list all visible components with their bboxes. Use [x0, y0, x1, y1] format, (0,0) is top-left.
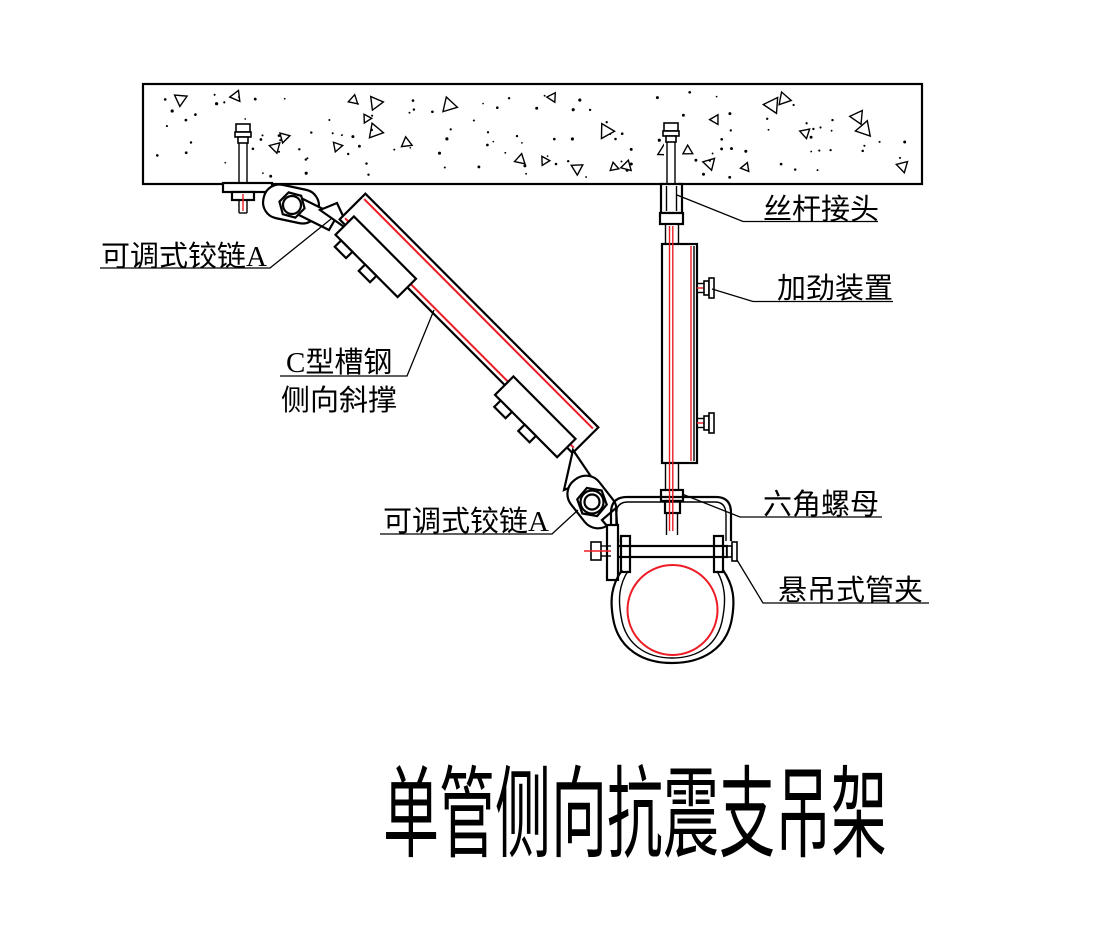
- drawing-title-group: 单管侧向抗震支吊架: [383, 760, 887, 871]
- label-c-channel-line1: C型槽钢: [286, 346, 392, 379]
- anchor-bolt-left: [221, 123, 274, 214]
- leader-hinge-top: [100, 218, 332, 269]
- label-pipe-clamp: 悬吊式管夹: [778, 574, 923, 607]
- adjustable-hinge-a-top: [261, 183, 353, 235]
- clamp-strap-left: [619, 534, 632, 574]
- pipe-clamp: [584, 495, 738, 665]
- c-channel-brace: [333, 192, 600, 459]
- label-hinge-bottom: 可调式铰链A: [383, 505, 549, 538]
- clamp-yoke-inner: [615, 501, 727, 541]
- threaded-rod-coupler: [658, 182, 685, 226]
- leader-hinge-bottom: [380, 509, 579, 535]
- label-c-channel-line2: 侧向斜撑: [281, 384, 397, 417]
- anchor-bolt-right: [662, 122, 680, 184]
- leader-hex-nut: [681, 493, 882, 518]
- leader-c-channel: [280, 309, 435, 377]
- brace-clamp-upper: [333, 214, 418, 299]
- rod-centerline: [668, 226, 674, 531]
- clamp-loop-outer: [610, 569, 735, 665]
- stiffener-device: [660, 242, 715, 465]
- clamp-band: [615, 544, 729, 559]
- pipe-section: [626, 564, 719, 656]
- label-hinge-top: 可调式铰链A: [101, 240, 267, 273]
- clamp-yoke-outer: [609, 495, 733, 541]
- label-rod-connector: 丝杆接头: [763, 193, 879, 226]
- leader-pipe-clamp: [736, 559, 929, 604]
- callout-labels: 可调式铰链A C型槽钢 侧向斜撑 可调式铰链A 丝杆接头 加劲装置 六角螺母 悬…: [101, 193, 923, 607]
- concrete-texture: [155, 89, 909, 179]
- brace-clamp-lower: [492, 374, 578, 459]
- clamp-strap-right: [712, 534, 725, 574]
- stiffener-bolt-bottom: [697, 412, 715, 434]
- leader-stiffener: [711, 288, 893, 303]
- clamp-side-plate: [605, 523, 620, 582]
- threaded-rod: [664, 224, 680, 535]
- label-stiffener: 加劲装置: [777, 272, 893, 305]
- leader-lines: [100, 194, 929, 604]
- label-hex-nut: 六角螺母: [763, 488, 879, 521]
- drawing-title: 单管侧向抗震支吊架: [383, 760, 887, 871]
- concrete-slab: [141, 82, 924, 186]
- leader-rod-connector: [676, 194, 878, 223]
- stiffener-bolt-top: [697, 277, 715, 299]
- clamp-loop-inner: [618, 570, 726, 659]
- clamp-bolt-right: [726, 541, 738, 562]
- clamp-bolt-left: [584, 541, 611, 561]
